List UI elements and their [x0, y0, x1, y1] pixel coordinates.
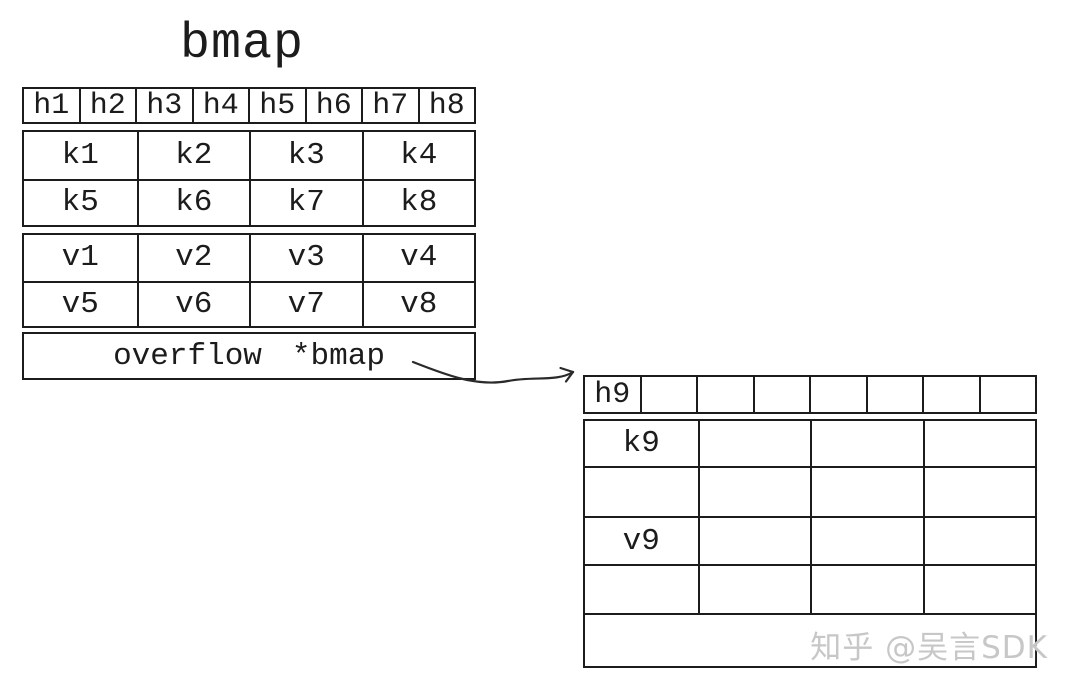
bucket2-hash-cell [922, 377, 979, 412]
bucket2-value-cell [585, 564, 698, 613]
bucket1-value-section: v1 v2 v3 v4 v5 v6 v7 v8 [22, 233, 476, 328]
bucket2-hash-cell [809, 377, 866, 412]
watermark: 知乎 @吴言SDK [810, 630, 1048, 666]
bucket1-value-cell: v2 [136, 235, 250, 281]
bucket2-key-cell [810, 466, 923, 516]
bucket2-value-cell [810, 564, 923, 613]
bucket2-hash-cell [696, 377, 753, 412]
bucket2-value-cell [922, 564, 1035, 613]
overflow-field-label: overflow [113, 338, 262, 374]
bucket1-hash-cell: h3 [135, 89, 192, 122]
bucket1-hash-cell: h6 [304, 89, 362, 122]
bucket2-key-cell [810, 421, 923, 466]
bucket1-hash-cell: h8 [417, 89, 475, 122]
bucket1-hash-cell: h4 [191, 89, 249, 122]
bucket2-value-cell [697, 516, 810, 564]
bucket2-key-cell [585, 466, 698, 516]
bucket2-hash-cell [978, 377, 1036, 412]
bucket2-key-cell [697, 421, 811, 466]
bucket1-hash-cell: h7 [361, 89, 418, 122]
bucket1-value-cell: v1 [61, 240, 99, 276]
bucket1-value-cell: v6 [136, 280, 249, 326]
bucket2-hash-cell [639, 377, 697, 412]
bucket1-value-cell: v8 [361, 280, 474, 326]
bucket1-hash-cell: h5 [248, 89, 305, 122]
bucket2-hash-row: h9 [583, 375, 1037, 414]
bucket2-overflow-row [585, 613, 1035, 666]
diagram-title: bmap [179, 16, 305, 73]
bucket2-body: k9 v9 [583, 419, 1037, 668]
bucket2-value-cell [810, 516, 923, 564]
bucket1-key-cell: k4 [361, 132, 475, 179]
bucket2-value-cell [697, 564, 810, 613]
bucket2-hash-cell [752, 377, 810, 412]
bucket1-overflow-row: overflow *bmap [22, 332, 476, 380]
overflow-type-label: *bmap [291, 338, 385, 374]
bucket1-hash-row: h1 h2 h3 h4 h5 h6 h7 h8 [22, 87, 476, 124]
bucket2-value-cell [922, 516, 1035, 564]
bucket2-key-cell: k9 [622, 426, 660, 461]
bucket1-key-cell: k8 [361, 178, 474, 225]
bucket2-value-cell: v9 [585, 516, 698, 564]
bucket1-hash-cell: h2 [78, 89, 136, 122]
bucket2-key-cell [922, 421, 1036, 466]
bucket1-key-cell: k2 [136, 132, 250, 179]
bucket2-hash-cell [865, 377, 923, 412]
bucket1-value-cell: v7 [249, 280, 362, 326]
bucket1-key-section: k1 k2 k3 k4 k5 k6 k7 k8 [22, 130, 476, 227]
bucket1-key-cell: k6 [136, 178, 249, 225]
bucket2-key-cell [697, 466, 810, 516]
bucket1-key-cell: k5 [24, 178, 137, 226]
bucket2-hash-cell: h9 [594, 377, 631, 412]
bucket1-value-cell: v3 [249, 235, 362, 281]
bucket1-key-cell: k1 [61, 137, 99, 173]
bucket2-key-cell [922, 466, 1035, 516]
bucket1-hash-cell: h1 [33, 89, 70, 122]
bucket1-value-cell: v5 [24, 280, 137, 327]
bucket1-key-cell: k7 [249, 178, 362, 225]
bucket1-key-cell: k3 [249, 132, 362, 179]
bucket1-value-cell: v4 [361, 235, 475, 281]
